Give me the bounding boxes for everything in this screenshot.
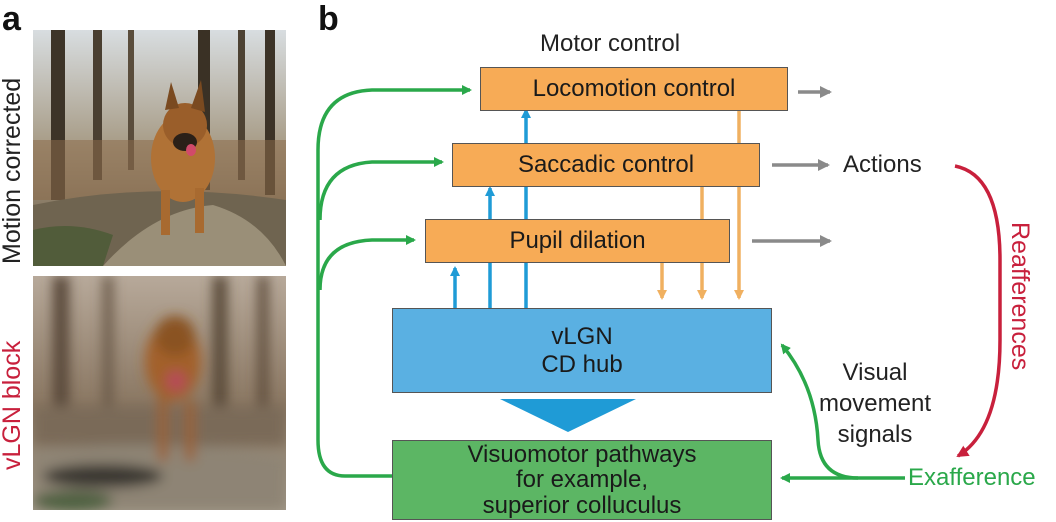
actions-label: Actions [843, 151, 922, 178]
box-locomotion-control: Locomotion control [480, 67, 788, 111]
gray-output-arrows [752, 86, 832, 247]
reafferences-label: Reafferences [1006, 222, 1034, 371]
visual-line3: signals [837, 421, 913, 449]
photo-motion-corrected [33, 30, 286, 266]
photo-vlgn-block [33, 276, 286, 510]
box-cd-hub-label: CD hub [541, 350, 623, 378]
exafference-label: Exafference [908, 464, 1036, 491]
blue-upward-arrows [450, 108, 531, 308]
visual-line1: Visual [842, 359, 908, 386]
box-pupil-dilation-label: Pupil dilation [509, 227, 646, 255]
box-vlgn-label: vLGN [551, 322, 613, 350]
downward-triangle [500, 399, 636, 432]
box-visuomotor-line2: for example, [515, 466, 649, 494]
box-vlgn-cd-hub: vLGN CD hub [392, 308, 772, 393]
panel-letter-a: a [2, 0, 21, 38]
box-visuomotor-line3: superior colluculus [482, 491, 682, 519]
visual-movement-signals-label: Visual movement signals [800, 357, 950, 451]
box-saccadic-control: Saccadic control [452, 143, 760, 187]
motor-control-heading: Motor control [540, 30, 681, 57]
exafference-arrows [780, 343, 905, 483]
reafference-arrow [954, 164, 1002, 458]
orange-downward-arrows [657, 110, 744, 300]
box-saccadic-control-label: Saccadic control [517, 151, 695, 179]
box-pupil-dilation: Pupil dilation [425, 219, 730, 263]
panel-letter-b: b [318, 0, 339, 38]
box-visuomotor-line1: Visuomotor pathways [467, 441, 697, 469]
box-locomotion-control-label: Locomotion control [532, 75, 736, 103]
box-visuomotor-pathways: Visuomotor pathways for example, superio… [392, 440, 772, 520]
green-feedback-arrows [316, 85, 472, 478]
visual-line2: movement [818, 390, 932, 418]
